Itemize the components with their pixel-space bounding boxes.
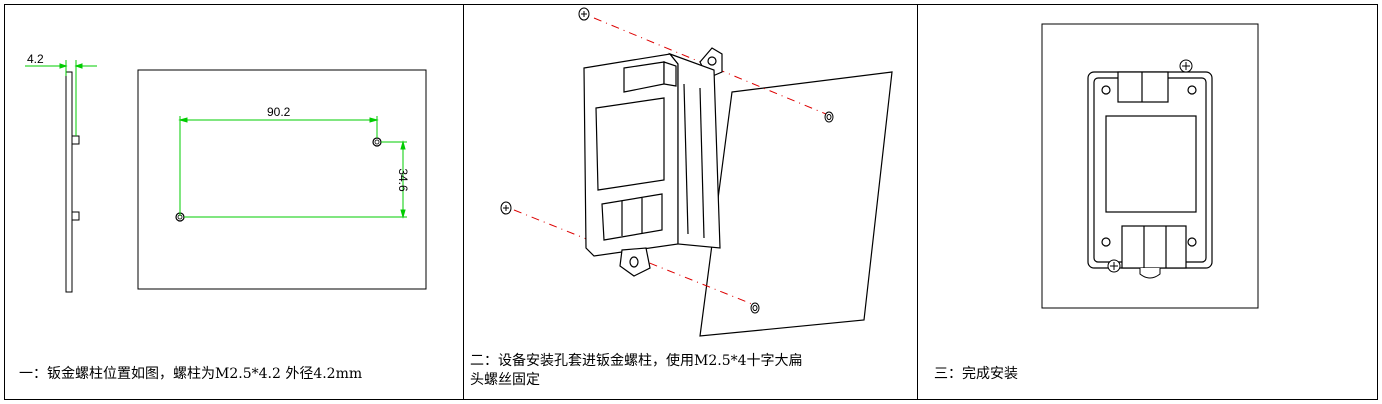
- stud-bottom: [750, 302, 760, 314]
- width-dimension: [178, 116, 379, 216]
- dim-height-label: 34.6: [396, 168, 410, 192]
- step1-caption: 一：钣金螺柱位置如图，螺柱为M2.5*4.2 外径4.2mm: [19, 366, 363, 382]
- step2-drawing: [500, 7, 893, 337]
- step3-caption: 三：完成安装: [934, 366, 1018, 382]
- installed-screw-bottom: [1107, 259, 1121, 273]
- screw-bottom-left: [500, 201, 512, 215]
- device-body: [583, 47, 723, 277]
- thickness-dimension: [25, 60, 97, 136]
- stud-top: [824, 111, 834, 123]
- mounting-plate: [1041, 23, 1259, 309]
- screw-top: [578, 7, 590, 21]
- divider-1: [463, 4, 464, 400]
- installed-device: [1087, 71, 1213, 269]
- side-view-plate: [65, 71, 80, 293]
- sheet-metal-plate: [699, 71, 893, 337]
- panel-step-3: 三：完成安装: [918, 4, 1378, 400]
- dim-thickness-label: 4.2: [27, 52, 44, 66]
- front-view-plate: [137, 69, 427, 290]
- height-dimension: [184, 140, 407, 219]
- stud-hole-right-inner: [374, 139, 380, 145]
- bottom-ear: [1139, 268, 1161, 279]
- panel-step-2: 二：设备安装孔套进钣金螺柱，使用M2.5*4十字大扁 头螺丝固定: [464, 4, 917, 400]
- panel-step-1: 4.2 90.2 34.6 一：钣金螺柱位置如图，螺柱为M2.5*4.2 外径4…: [5, 4, 463, 400]
- stud-hole-right: [372, 137, 382, 147]
- step2-caption-line1: 二：设备安装孔套进钣金螺柱，使用M2.5*4十字大扁: [470, 353, 803, 369]
- instruction-frame: [4, 4, 1378, 400]
- step2-caption-line2: 头螺丝固定: [470, 372, 540, 388]
- step3-drawing: [1041, 23, 1259, 309]
- divider-2: [917, 4, 918, 400]
- step1-drawing: 4.2 90.2 34.6: [25, 52, 427, 293]
- installed-screw-top: [1179, 59, 1193, 73]
- dim-width-label: 90.2: [267, 105, 291, 119]
